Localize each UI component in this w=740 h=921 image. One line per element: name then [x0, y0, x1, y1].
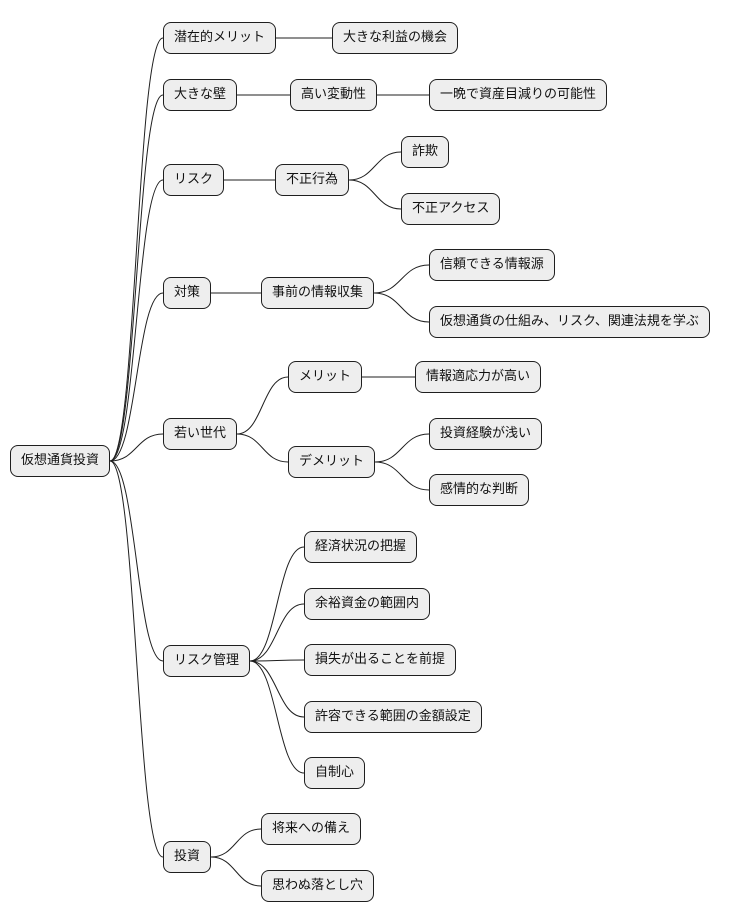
node-spare-funds: 余裕資金の範囲内 — [304, 588, 431, 620]
node-prior-research: 事前の情報収集 — [261, 277, 375, 309]
connector-b2c0-b2c0g0 — [348, 151, 402, 181]
connector-b5-b5c2 — [249, 659, 305, 662]
connector-root-b2 — [109, 179, 164, 462]
node-fraud: 詐欺 — [401, 136, 450, 168]
node-high-adaptability: 情報適応力が高い — [415, 361, 542, 393]
node-risk: リスク — [163, 164, 225, 196]
connector-root-b5 — [109, 460, 164, 662]
connector-root-b0 — [109, 37, 164, 462]
connector-b5-b5c4 — [249, 660, 305, 774]
node-assume-losses: 損失が出ることを前提 — [304, 644, 457, 676]
connector-b3c0-b3c0g0 — [373, 264, 430, 294]
connector-b4c1-b4c1g1 — [374, 461, 430, 491]
connector-root-b1 — [109, 94, 164, 462]
node-big-wall: 大きな壁 — [163, 79, 238, 111]
connector-root-b6 — [109, 460, 164, 858]
node-self-control: 自制心 — [304, 757, 366, 789]
connector-b5-b5c3 — [249, 660, 305, 718]
connector-b3c0-b3c0g1 — [373, 292, 430, 323]
connector-b4-b4c1 — [236, 433, 289, 463]
connector-b5-b5c1 — [249, 603, 305, 662]
node-learn-mechanisms: 仮想通貨の仕組み、リスク、関連法規を学ぶ — [429, 306, 710, 338]
node-merit: メリット — [288, 361, 363, 393]
root-node: 仮想通貨投資 — [10, 445, 111, 477]
node-economic-situation: 経済状況の把握 — [304, 531, 418, 563]
node-investment: 投資 — [163, 841, 212, 873]
connector-root-b3 — [109, 292, 164, 462]
connector-b4-b4c0 — [236, 376, 289, 435]
node-risk-management: リスク管理 — [163, 645, 251, 677]
node-high-volatility: 高い変動性 — [290, 79, 378, 111]
node-acceptable-amount: 許容できる範囲の金額設定 — [304, 701, 482, 733]
node-emotional-judgment: 感情的な判断 — [429, 474, 530, 506]
connector-b5-b5c0 — [249, 546, 305, 662]
node-countermeasures: 対策 — [163, 277, 212, 309]
node-fraudulent-acts: 不正行為 — [275, 164, 350, 196]
connector-b4c1-b4c1g0 — [374, 433, 430, 463]
node-big-profit-chance: 大きな利益の機会 — [332, 22, 459, 54]
node-young-generation: 若い世代 — [163, 418, 238, 450]
node-potential-merit: 潜在的メリット — [163, 22, 277, 54]
node-unauthorized-access: 不正アクセス — [401, 193, 501, 225]
node-reliable-sources: 信頼できる情報源 — [429, 249, 555, 281]
connector-b2c0-b2c0g1 — [348, 179, 402, 210]
node-inexperience: 投資経験が浅い — [429, 418, 543, 450]
node-overnight-loss: 一晩で資産目減りの可能性 — [429, 79, 608, 111]
node-future-preparation: 将来への備え — [261, 813, 362, 845]
connector-b6-b6c0 — [210, 828, 262, 858]
node-demerit: デメリット — [288, 446, 376, 478]
connector-root-b4 — [109, 433, 164, 462]
node-unexpected-pitfall: 思わぬ落とし穴 — [261, 870, 375, 902]
connector-b6-b6c1 — [210, 856, 262, 887]
